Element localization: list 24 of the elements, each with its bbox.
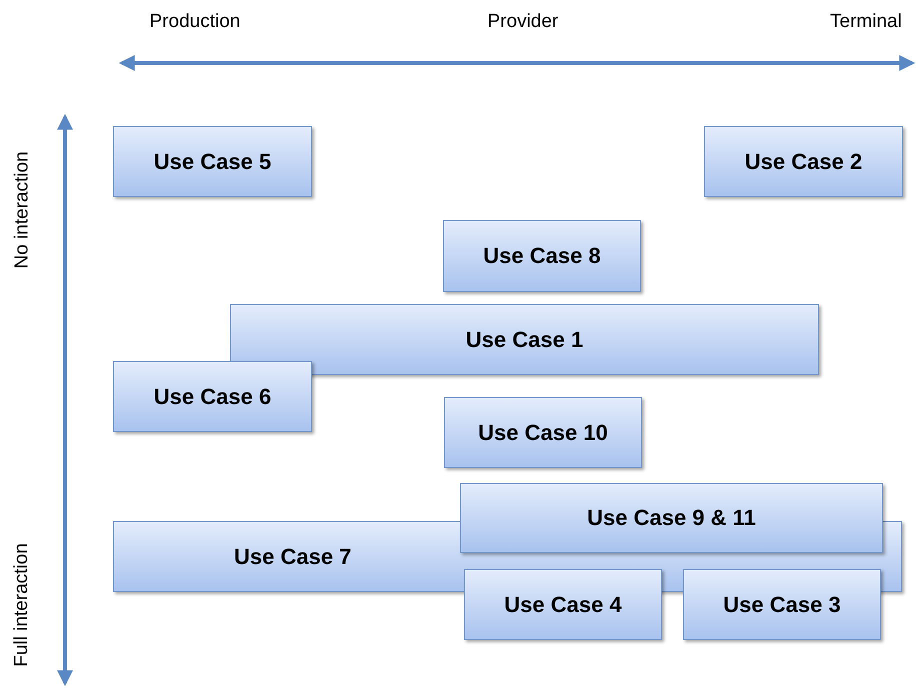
use-case-label: Use Case 4 bbox=[504, 592, 622, 618]
use-case-label: Use Case 7 bbox=[234, 544, 352, 570]
axis-label: Provider bbox=[488, 11, 558, 33]
use-case-box bbox=[113, 361, 312, 432]
use-case-box bbox=[230, 304, 819, 375]
use-case-label: Use Case 10 bbox=[478, 420, 608, 446]
use-case-box bbox=[704, 126, 903, 197]
use-case-label: Use Case 8 bbox=[483, 243, 601, 269]
use-case-label: Use Case 6 bbox=[154, 384, 272, 410]
use-case-label: Use Case 2 bbox=[744, 148, 862, 174]
use-case-box bbox=[464, 569, 662, 640]
axis-label: Terminal bbox=[830, 11, 902, 33]
use-case-box bbox=[444, 397, 642, 468]
use-case-label: Use Case 9 & 11 bbox=[587, 505, 756, 531]
axis-label: Production bbox=[150, 11, 240, 33]
axis-label: Full interaction bbox=[10, 543, 33, 667]
use-case-box bbox=[460, 483, 883, 553]
use-case-label: Use Case 3 bbox=[723, 592, 841, 618]
use-case-box bbox=[683, 569, 881, 640]
use-case-box bbox=[443, 220, 641, 292]
axis-label: No interaction bbox=[11, 151, 34, 269]
use-case-label: Use Case 1 bbox=[466, 326, 584, 352]
use-case-label: Use Case 5 bbox=[154, 148, 272, 174]
use-case-box bbox=[113, 126, 312, 197]
